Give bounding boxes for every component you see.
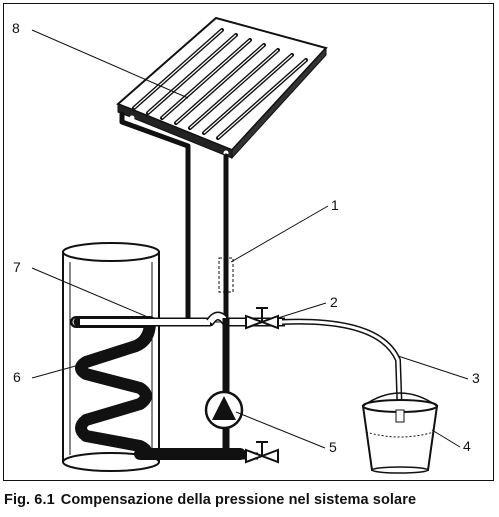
bucket <box>361 392 439 474</box>
fill-hose <box>281 318 403 419</box>
solar-circuit-pipes <box>119 111 229 321</box>
callout-3: 3 <box>472 370 480 386</box>
circulation-pump <box>204 390 244 430</box>
figure-caption: Fig. 6.1 Compensazione della pressione ne… <box>4 492 495 514</box>
callout-5: 5 <box>329 439 337 455</box>
figure-caption-text: Compensazione della pressione nel sistem… <box>60 492 417 508</box>
pump-riser-pipe <box>222 318 258 460</box>
air-vent-dashed-box <box>218 257 234 293</box>
callout-8: 8 <box>12 20 20 36</box>
callout-6: 6 <box>13 369 21 385</box>
figure-label: Fig. 6.1 <box>4 492 55 508</box>
fill-valve-top <box>245 307 279 330</box>
callout-1: 1 <box>331 197 339 213</box>
callout-7: 7 <box>13 259 21 275</box>
figure-frame <box>3 3 494 481</box>
callout-4: 4 <box>463 438 471 454</box>
callout-leaders <box>31 29 469 449</box>
callout-2: 2 <box>330 294 338 310</box>
solar-collector <box>116 16 328 160</box>
drain-valve-bottom <box>245 441 279 464</box>
